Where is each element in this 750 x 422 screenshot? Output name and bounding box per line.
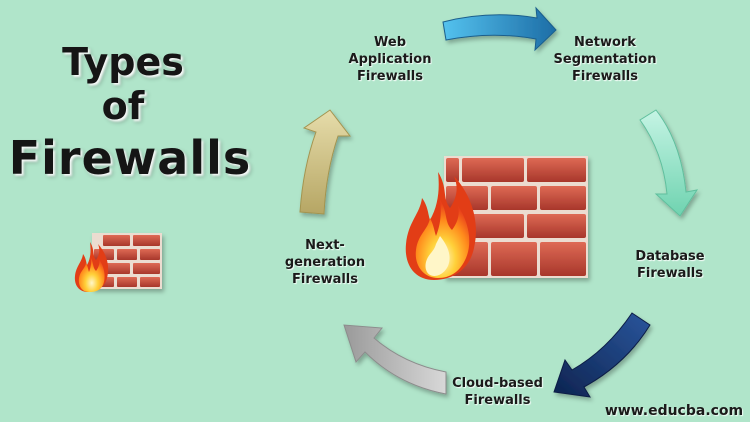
label-network-segmentation-firewalls: Network Segmentation Firewalls — [545, 34, 665, 85]
label-line: Cloud-based — [452, 376, 543, 391]
label-line: Firewalls — [464, 393, 531, 408]
arrow-cloud-to-ngf — [343, 324, 447, 395]
label-line: Firewalls — [357, 69, 423, 84]
label-next-generation-firewalls: Next- generation Firewalls — [270, 237, 380, 288]
label-database-firewalls: Database Firewalls — [610, 248, 730, 282]
fire-icon — [405, 172, 476, 280]
title-line-2: of — [101, 84, 145, 128]
arrow-waf-to-network — [442, 6, 557, 52]
firewall-icon — [444, 156, 588, 278]
label-line: Application — [348, 52, 432, 67]
label-line: Network — [574, 35, 636, 50]
arrow-network-to-database — [639, 109, 699, 217]
label-line: Database — [635, 249, 705, 264]
label-line: Next- — [305, 238, 345, 253]
arrow-ngf-to-waf — [299, 109, 352, 215]
label-line: Web — [374, 35, 406, 50]
website-link[interactable]: www.educba.com — [604, 403, 744, 419]
label-line: Segmentation — [553, 52, 657, 67]
label-line: Firewalls — [637, 266, 703, 281]
small-fire-icon — [74, 242, 109, 292]
label-web-application-firewalls: Web Application Firewalls — [330, 34, 450, 85]
label-line: Firewalls — [292, 272, 358, 287]
arrow-database-to-cloud — [553, 312, 651, 398]
label-cloud-based-firewalls: Cloud-based Firewalls — [435, 375, 560, 409]
label-line: generation — [284, 255, 366, 270]
label-line: Firewalls — [572, 69, 638, 84]
title-line-1: Types — [62, 40, 184, 84]
title-line-3: Firewalls — [8, 131, 252, 185]
